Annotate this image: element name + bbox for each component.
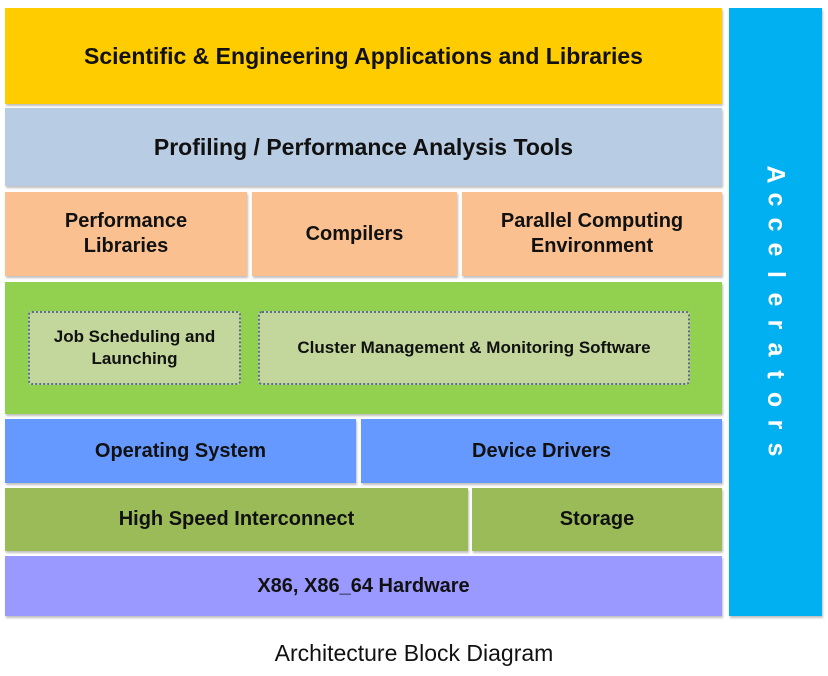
accelerators-letter: t bbox=[761, 370, 790, 379]
cluster-management-block: Cluster Management & Monitoring Software bbox=[258, 311, 690, 385]
apps-layer: Scientific & Engineering Applications an… bbox=[5, 8, 722, 104]
storage-block: Storage bbox=[472, 488, 722, 551]
compilers-block: Compilers bbox=[252, 192, 457, 276]
parallel-computing-block: Parallel Computing Environment bbox=[462, 192, 722, 276]
profiling-layer: Profiling / Performance Analysis Tools bbox=[5, 108, 722, 186]
accelerators-letter: r bbox=[761, 419, 790, 430]
job-scheduling-block: Job Scheduling and Launching bbox=[28, 311, 241, 385]
performance-libraries-block: Performance Libraries bbox=[5, 192, 247, 276]
accelerators-letter: l bbox=[761, 271, 790, 278]
accelerators-letter: A bbox=[762, 165, 790, 184]
hardware-layer: X86, X86_64 Hardware bbox=[5, 556, 722, 616]
accelerators-letter: s bbox=[762, 442, 790, 457]
accelerators-letter: o bbox=[762, 391, 790, 408]
accelerators-letter: e bbox=[762, 292, 790, 307]
diagram-caption: Architecture Block Diagram bbox=[274, 640, 554, 666]
accelerators-letter: e bbox=[762, 242, 790, 257]
accelerators-letter: c bbox=[762, 217, 790, 232]
accelerators-letter: c bbox=[762, 192, 790, 207]
accelerators-letter: r bbox=[761, 319, 790, 330]
accelerators-letter: a bbox=[762, 342, 790, 357]
device-drivers-block: Device Drivers bbox=[361, 419, 722, 483]
interconnect-block: High Speed Interconnect bbox=[5, 488, 468, 551]
operating-system-block: Operating System bbox=[5, 419, 356, 483]
